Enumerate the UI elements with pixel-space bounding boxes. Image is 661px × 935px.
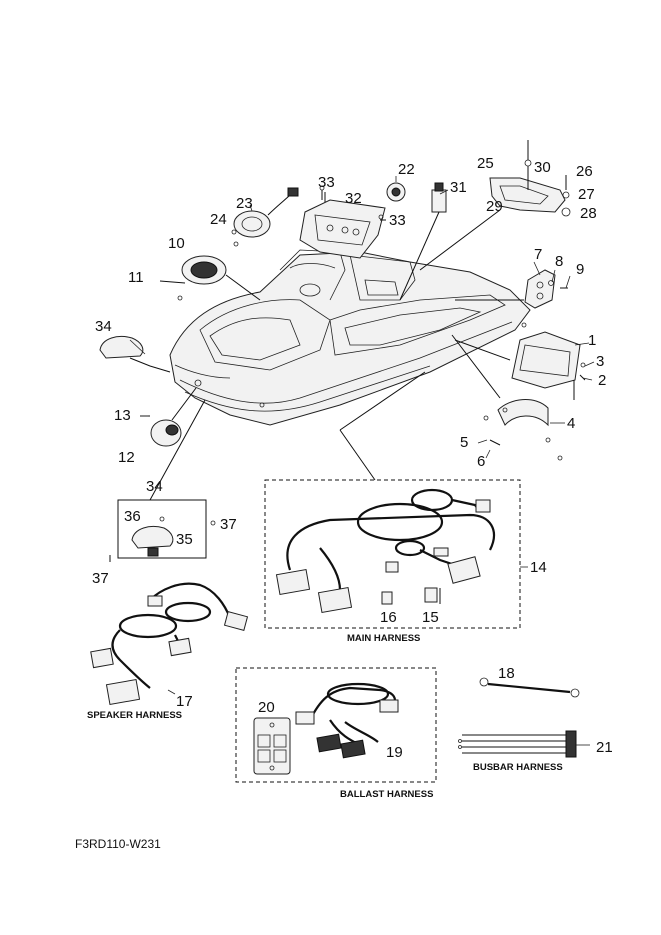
label-28: 28 xyxy=(580,205,597,222)
part-32-panel xyxy=(299,192,386,259)
label-25: 25 xyxy=(477,155,494,172)
boat-hull xyxy=(169,249,531,426)
part-25-rail xyxy=(419,140,571,271)
leader-harness xyxy=(339,371,426,431)
label-2: 2 xyxy=(598,372,606,389)
caption-ballast-harness: BALLAST HARNESS xyxy=(340,789,433,800)
part-1-module xyxy=(454,331,586,400)
label-33b: 33 xyxy=(389,212,406,229)
label-9: 9 xyxy=(576,261,584,278)
ballast-harness-box xyxy=(235,667,437,783)
part-7-bracket xyxy=(455,269,568,328)
label-6: 6 xyxy=(477,453,485,470)
caption-busbar-harness: BUSBAR HARNESS xyxy=(473,762,563,773)
lamp-inset xyxy=(109,499,216,562)
caption-speaker-harness: SPEAKER HARNESS xyxy=(87,710,182,721)
label-8: 8 xyxy=(555,253,563,270)
label-37b: 37 xyxy=(92,570,109,587)
ballast-harness-wires xyxy=(253,682,399,775)
part-22-gauge xyxy=(386,182,406,202)
caption-main-harness: MAIN HARNESS xyxy=(347,633,420,644)
part-numbers: 1 2 3 4 5 6 7 8 9 10 11 12 13 14 15 16 1… xyxy=(92,155,613,761)
part-10-speaker xyxy=(159,255,261,301)
label-37a: 37 xyxy=(220,516,237,533)
label-5: 5 xyxy=(460,434,468,451)
label-27: 27 xyxy=(578,186,595,203)
speaker-harness-wires xyxy=(90,582,249,706)
label-18: 18 xyxy=(498,665,515,682)
leader-harness-2 xyxy=(339,429,376,481)
part-12-horn xyxy=(140,387,197,447)
label-26: 26 xyxy=(576,163,593,180)
label-23: 23 xyxy=(236,195,253,212)
label-30: 30 xyxy=(534,159,551,176)
label-14: 14 xyxy=(530,559,547,576)
label-19: 19 xyxy=(386,744,403,761)
label-29: 29 xyxy=(486,198,503,215)
label-3: 3 xyxy=(596,353,604,370)
label-11: 11 xyxy=(128,269,144,286)
label-36: 36 xyxy=(124,508,141,525)
label-17: 17 xyxy=(176,693,193,710)
part-4-strap xyxy=(451,334,563,461)
label-21: 21 xyxy=(596,739,613,756)
part-18-cable xyxy=(479,677,580,698)
part-34-light xyxy=(99,336,171,373)
label-16: 16 xyxy=(380,609,397,626)
label-24: 24 xyxy=(210,211,227,228)
label-34b: 34 xyxy=(146,478,163,495)
label-4: 4 xyxy=(567,415,575,432)
label-10: 10 xyxy=(168,235,185,252)
main-harness-wires xyxy=(275,488,496,614)
part-21-busbar xyxy=(458,730,577,758)
label-20: 20 xyxy=(258,699,275,716)
label-1: 1 xyxy=(588,332,596,349)
part-31-sensor xyxy=(399,182,447,301)
label-32: 32 xyxy=(345,190,362,207)
leader-lamp-box xyxy=(149,399,206,501)
part-33-screw xyxy=(319,185,384,220)
diagram-code: F3RD110-W231 xyxy=(75,837,161,851)
part-23-speaker xyxy=(231,187,299,247)
label-33a: 33 xyxy=(318,174,335,191)
label-31: 31 xyxy=(450,179,467,196)
label-22: 22 xyxy=(398,161,415,178)
label-35: 35 xyxy=(176,531,193,548)
label-7: 7 xyxy=(534,246,542,263)
label-15: 15 xyxy=(422,609,439,626)
label-12: 12 xyxy=(118,449,135,466)
main-harness-box xyxy=(264,479,521,629)
leader-lines xyxy=(129,176,595,746)
label-13: 13 xyxy=(114,407,131,424)
label-34a: 34 xyxy=(95,318,112,335)
